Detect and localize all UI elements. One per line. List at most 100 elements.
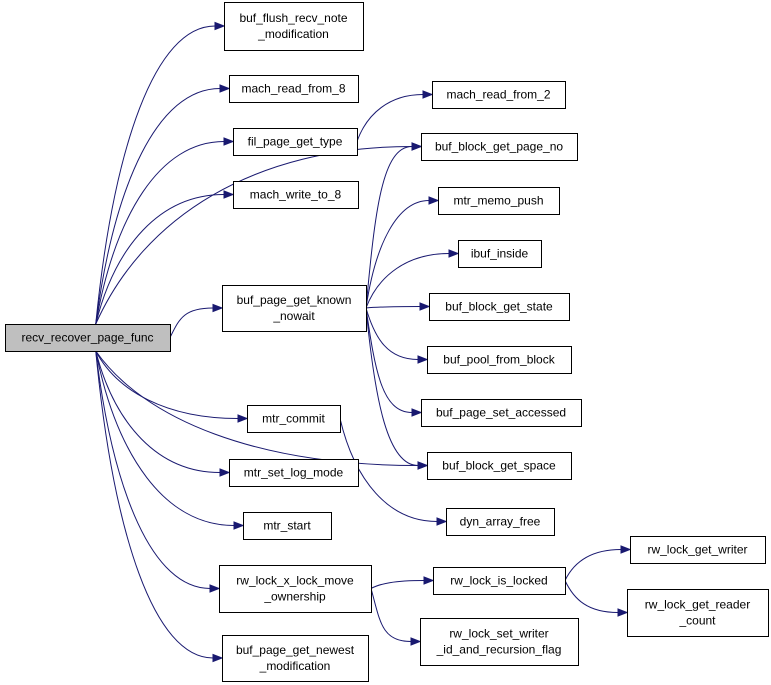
node-mach-read-from-8[interactable]: mach_read_from_8 [229, 75, 359, 103]
node-box [427, 346, 572, 374]
node-box [224, 2, 364, 51]
node-mtr-memo-push[interactable]: mtr_memo_push [438, 187, 560, 215]
call-edge-buf_page_get_known_nowait-to-buf_block_get_page_no [365, 142, 423, 309]
node-box [630, 536, 766, 564]
edge-line [365, 253, 450, 309]
arrowhead-icon [212, 303, 224, 313]
node-label-line: _count [678, 614, 716, 628]
node-buf-block-get-space[interactable]: buf_block_get_space [427, 452, 572, 480]
node-label-line: rw_lock_is_locked [450, 574, 547, 588]
node-mtr-start[interactable]: mtr_start [243, 512, 332, 540]
edge-line [95, 194, 225, 325]
node-label-line: rw_lock_get_reader [645, 598, 750, 612]
node-buf-pool-from-block[interactable]: buf_pool_from_block [427, 346, 572, 374]
node-mtr-commit[interactable]: mtr_commit [247, 405, 341, 433]
edge-line [564, 549, 622, 581]
node-rw-lock-get-writer[interactable]: rw_lock_get_writer [630, 536, 766, 564]
call-edge-buf_page_get_known_nowait-to-mtr_memo_push [365, 196, 440, 309]
node-mach-write-to-8[interactable]: mach_write_to_8 [233, 181, 359, 209]
call-edge-buf_page_get_known_nowait-to-buf_pool_from_block [365, 307, 429, 364]
node-box [233, 128, 358, 156]
node-fil-page-get-type[interactable]: fil_page_get_type [233, 128, 358, 156]
node-box [420, 618, 579, 666]
node-box [429, 293, 570, 321]
call-edge-recv_recover_page_func-to-buf_page_get_newest_modification [95, 350, 224, 663]
node-buf-block-get-page-no[interactable]: buf_block_get_page_no [421, 133, 578, 161]
node-box [229, 75, 359, 103]
node-label-line: mtr_memo_push [453, 194, 543, 208]
function-nodes: recv_recover_page_func buf_flush_recv_not… [5, 2, 769, 682]
node-label-line: buf_block_get_space [442, 459, 556, 473]
arrowhead-icon [214, 21, 226, 31]
arrowhead-icon [417, 355, 429, 364]
node-box [229, 459, 359, 487]
node-box [432, 81, 566, 109]
node-box [433, 567, 566, 595]
arrowhead-icon [448, 249, 460, 258]
node-box [438, 187, 560, 215]
arrowhead-icon [233, 521, 245, 530]
node-label-line: mach_read_from_2 [446, 88, 550, 102]
node-label-line: ibuf_inside [471, 247, 529, 261]
edge-line [365, 146, 413, 309]
arrowhead-icon [620, 545, 632, 554]
node-buf-flush-recv-note-modification[interactable]: buf_flush_recv_note_modification [224, 2, 364, 51]
node-recv-recover-page-func[interactable]: recv_recover_page_func [5, 324, 171, 352]
call-edge-recv_recover_page_func-to-mtr_start [95, 350, 245, 530]
node-box [233, 181, 359, 209]
node-label-line: buf_block_get_page_no [435, 140, 563, 154]
arrowhead-icon [219, 84, 231, 93]
node-rw-lock-x-lock-move-ownership[interactable]: rw_lock_x_lock_move_ownership [219, 565, 372, 613]
call-edge-buf_page_get_known_nowait-to-buf_block_get_space [365, 307, 429, 470]
edge-line [356, 94, 424, 142]
edge-line [365, 200, 430, 309]
node-mach-read-from-2[interactable]: mach_read_from_2 [432, 81, 566, 109]
call-edge-recv_recover_page_func-to-rw_lock_x_lock_move_ownership [95, 350, 221, 593]
node-buf-page-set-accessed[interactable]: buf_page_set_accessed [421, 399, 582, 427]
arrowhead-icon [617, 608, 629, 617]
arrowhead-icon [411, 408, 423, 417]
node-label-line: mtr_set_log_mode [244, 466, 344, 480]
call-edge-recv_recover_page_func-to-mtr_set_log_mode [95, 350, 231, 477]
node-label-line: buf_page_get_known [237, 293, 352, 307]
edge-line [365, 307, 419, 466]
node-buf-page-get-newest-modification[interactable]: buf_page_get_newest_modification [222, 635, 369, 682]
arrowhead-icon [423, 576, 435, 585]
edge-line [95, 141, 225, 325]
node-label-line: buf_page_get_newest [236, 643, 355, 657]
node-box [222, 285, 367, 332]
arrowhead-icon [428, 196, 440, 205]
node-buf-page-get-known-nowait[interactable]: buf_page_get_known _nowait [222, 285, 367, 332]
arrowhead-icon [219, 468, 231, 477]
node-rw-lock-is-locked[interactable]: rw_lock_is_locked [433, 567, 566, 595]
node-rw-lock-set-writer-id-and-recursion-flag[interactable]: rw_lock_set_writer_id_and_recursion_flag [420, 618, 579, 666]
node-box [219, 565, 372, 613]
edge-line [95, 350, 214, 659]
node-label-line: mach_write_to_8 [250, 188, 342, 202]
node-label-line: recv_recover_page_func [21, 331, 153, 345]
node-label-line: mtr_commit [262, 412, 325, 426]
node-ibuf-inside[interactable]: ibuf_inside [458, 240, 542, 268]
node-box [446, 508, 555, 536]
edge-line [95, 350, 211, 589]
arrowhead-icon [411, 142, 423, 151]
edge-line [370, 588, 412, 642]
edge-line [95, 350, 221, 473]
arrowhead-icon [209, 584, 221, 593]
node-dyn-array-free[interactable]: dyn_array_free [446, 508, 555, 536]
node-label-line: fil_page_get_type [248, 135, 343, 149]
arrowhead-icon [419, 302, 431, 311]
node-box [421, 399, 582, 427]
node-buf-block-get-state[interactable]: buf_block_get_state [429, 293, 570, 321]
node-label-line: _nowait [272, 309, 315, 323]
node-box [458, 240, 542, 268]
edge-line [365, 306, 421, 309]
node-mtr-set-log-mode[interactable]: mtr_set_log_mode [229, 459, 359, 487]
call-edge-recv_recover_page_func-to-mach_read_from_8 [95, 84, 231, 325]
node-box [627, 589, 769, 637]
arrowhead-icon [212, 653, 224, 663]
edge-line [95, 350, 235, 526]
arrowhead-icon [237, 414, 249, 423]
node-rw-lock-get-reader-count[interactable]: rw_lock_get_reader _count [627, 589, 769, 637]
call-edge-recv_recover_page_func-to-fil_page_get_type [95, 137, 235, 325]
